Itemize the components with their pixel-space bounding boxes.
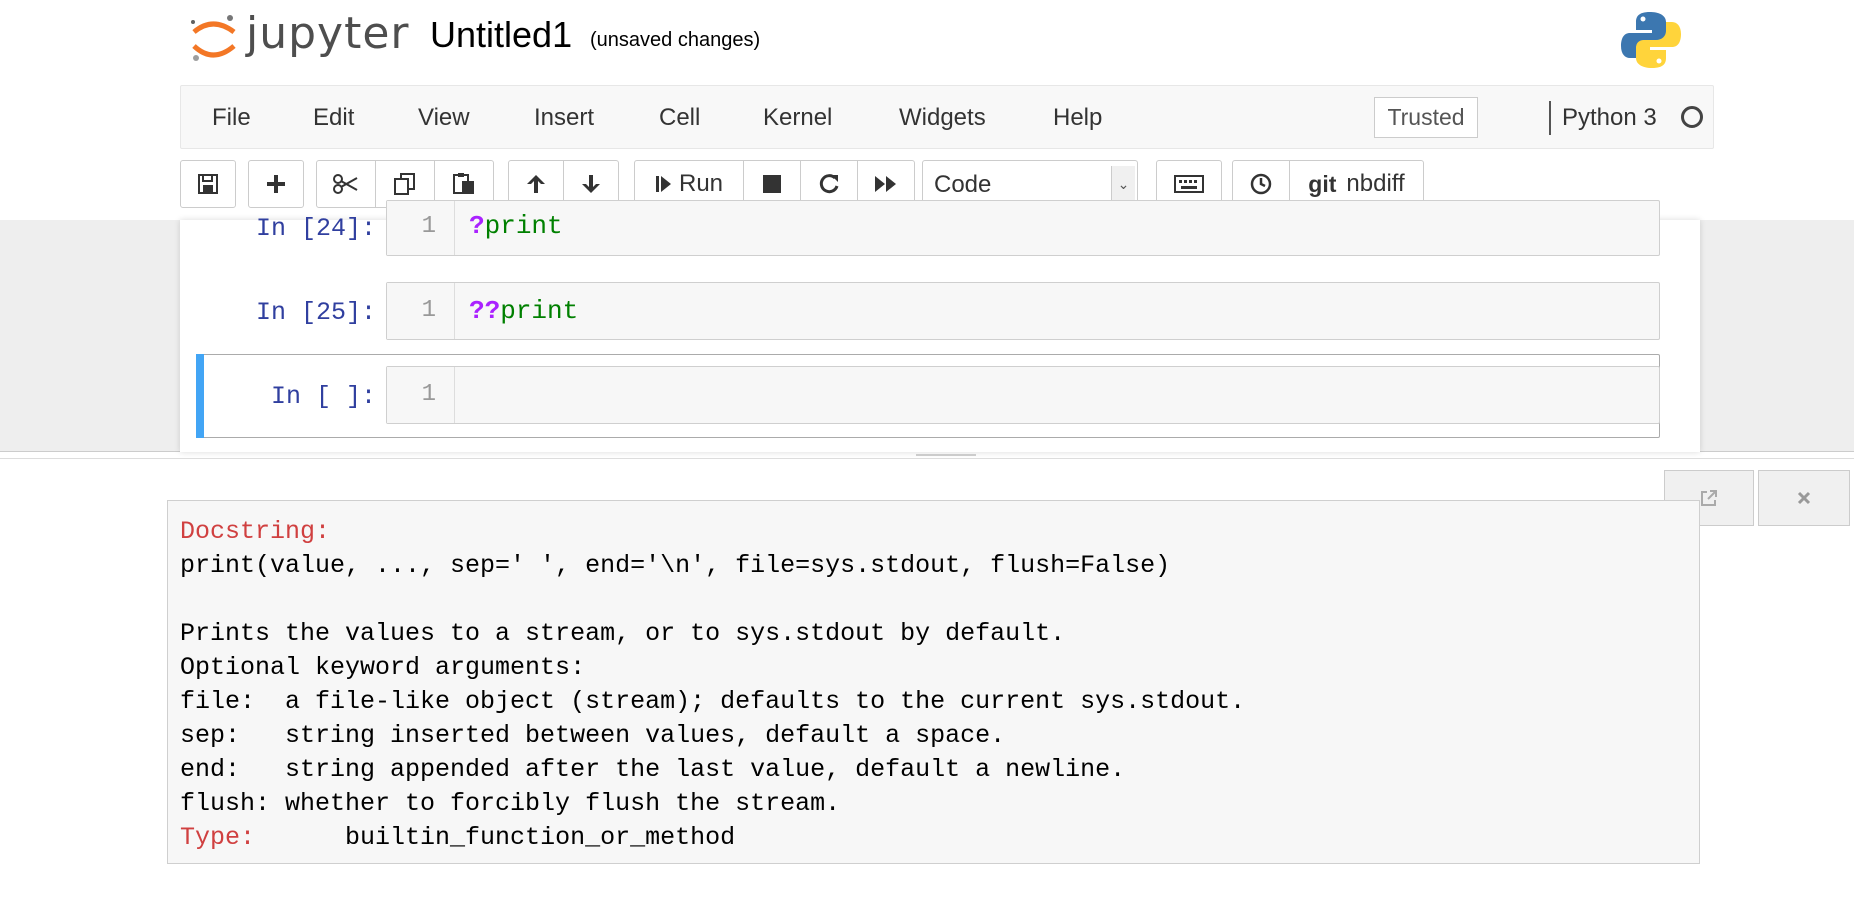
cell-prompt: In [ ]: (270, 382, 376, 411)
keyboard-icon (1174, 175, 1204, 193)
trusted-button[interactable]: Trusted (1374, 97, 1478, 138)
notebook-title[interactable]: Untitled1 (430, 14, 573, 55)
menu-edit[interactable]: Edit (313, 104, 355, 131)
kernel-separator (1549, 101, 1551, 135)
stop-icon (763, 175, 781, 193)
menu-help[interactable]: Help (1053, 104, 1103, 131)
logo-text: jupyter (246, 8, 410, 59)
external-link-icon (1701, 490, 1717, 506)
doc-line: Optional keyword arguments: (180, 653, 586, 682)
line-number: 1 (387, 367, 455, 423)
arrow-down-icon (582, 175, 600, 193)
code-operator: ? (469, 211, 485, 241)
code-cell-input[interactable]: 1 (386, 366, 1660, 424)
arrow-up-icon (527, 175, 545, 193)
plus-icon (267, 175, 285, 193)
code-line: ?print (469, 211, 563, 241)
header: jupyter Untitled1 (unsaved changes) (0, 0, 1854, 85)
save-icon (198, 174, 218, 194)
menu-widgets[interactable]: Widgets (899, 104, 986, 131)
jupyter-logo-icon (191, 15, 236, 61)
save-button[interactable] (180, 160, 236, 208)
line-number: 1 (387, 201, 455, 255)
code-operator: ?? (469, 296, 501, 326)
code-cell-input[interactable]: 1 ??print (386, 282, 1660, 340)
nbdiff-label: nbdiff (1346, 170, 1405, 197)
cut-button[interactable] (316, 160, 376, 208)
notebook-area[interactable]: In [24]: 1 ?print In [25]: 1 ??print In … (0, 200, 1854, 452)
cell-prompt: In [25]: (255, 298, 376, 327)
menu-kernel[interactable]: Kernel (763, 104, 833, 131)
docstring-label: Docstring: (180, 517, 331, 546)
close-icon (1797, 491, 1811, 505)
fast-forward-icon (875, 176, 896, 192)
selected-cell-indicator (196, 354, 204, 438)
signature-line: print(value, ..., sep=' ', end='\n', fil… (180, 551, 1171, 580)
step-forward-icon (655, 176, 671, 192)
menubar: File Edit View Insert Cell Kernel Widget… (180, 85, 1714, 149)
restart-icon (819, 174, 839, 194)
menu-file[interactable]: File (212, 104, 251, 131)
code-builtin: print (500, 296, 579, 326)
doc-line: file: a file-like object (stream); defau… (180, 687, 1246, 716)
pager-content: Docstring: print(value, ..., sep=' ', en… (167, 500, 1700, 864)
kernel-idle-icon (1681, 106, 1703, 128)
pager-close-button[interactable] (1758, 470, 1850, 526)
type-label: Type: (180, 823, 256, 852)
history-icon (1250, 173, 1272, 195)
cell-type-value: Code (934, 171, 992, 198)
chevron-down-icon: ⌄ (1111, 166, 1135, 202)
menu-insert[interactable]: Insert (534, 104, 595, 131)
pager-divider[interactable] (0, 454, 1854, 468)
pager-drag-handle[interactable] (916, 454, 976, 456)
menu-view[interactable]: View (418, 104, 470, 131)
cut-icon (333, 174, 358, 194)
code-cell-input[interactable]: 1 ?print (386, 200, 1660, 256)
doc-line: sep: string inserted between values, def… (180, 721, 1006, 750)
doc-line: end: string appended after the last valu… (180, 755, 1126, 784)
paste-icon (453, 173, 474, 194)
python-logo-icon (1621, 12, 1681, 68)
save-status: (unsaved changes) (590, 29, 761, 51)
insert-cell-button[interactable] (248, 160, 304, 208)
line-number: 1 (387, 283, 455, 339)
code-builtin: print (484, 211, 563, 241)
type-value: builtin_function_or_method (345, 823, 736, 852)
code-line: ??print (469, 296, 578, 326)
git-label: git (1308, 170, 1337, 197)
menu-cell[interactable]: Cell (659, 104, 701, 131)
run-label: Run (678, 170, 724, 197)
cell-prompt: In [24]: (255, 214, 376, 243)
doc-line: flush: whether to forcibly flush the str… (180, 789, 841, 818)
doc-line: Prints the values to a stream, or to sys… (180, 619, 1066, 648)
copy-icon (394, 173, 415, 195)
kernel-name[interactable]: Python 3 (1562, 104, 1657, 131)
